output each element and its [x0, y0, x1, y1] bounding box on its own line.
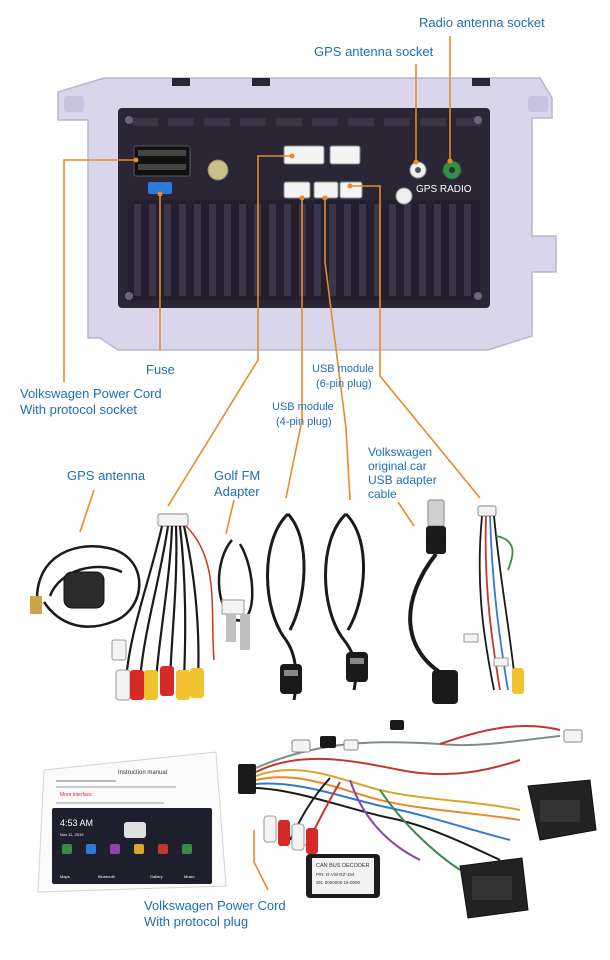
label-golf-fm-1: Golf FM	[214, 468, 260, 483]
usb-module-6pin	[266, 512, 306, 701]
screw	[125, 116, 133, 124]
screw	[474, 292, 482, 300]
gps-radio-print: GPS RADIO	[416, 184, 472, 195]
leader-lines	[63, 36, 481, 891]
leader-vw-power-socket	[63, 159, 136, 382]
decoder-line3: SN: 0000000 15-0000	[316, 880, 361, 885]
vw-usb-adapter-cable	[408, 499, 458, 704]
leader-usb-adapter	[350, 185, 481, 499]
label-usb-6pin-1: USB module	[312, 363, 374, 375]
gps-antenna-puck	[63, 571, 105, 609]
decoder-line1: CAN BUS DECODER	[316, 863, 370, 869]
label-vw-power-socket-2: With protocol socket	[20, 402, 137, 417]
label-vw-power-plug-1: Volkswagen Power Cord	[144, 898, 286, 913]
gps-antenna-connector	[30, 596, 42, 614]
label-golf-fm-2: Adapter	[214, 484, 260, 499]
connector-upper-b	[329, 145, 361, 165]
ground-stud	[395, 187, 413, 205]
label-gps-antenna: GPS antenna	[67, 468, 146, 483]
frame-tab-left	[64, 96, 84, 112]
manual-dock-gallery: Gallery	[150, 874, 163, 879]
label-fuse: Fuse	[146, 362, 175, 377]
connector-lower-b	[313, 181, 339, 199]
fuse	[148, 182, 172, 194]
unit-harness	[463, 505, 524, 694]
label-vw-power-plug-2: With protocol plug	[144, 914, 248, 929]
label-vw-usb-4: cable	[368, 487, 397, 501]
manual-date: Nov 11, 2019	[60, 832, 84, 837]
leader-gps-antenna	[79, 489, 95, 533]
usb-module-4pin	[324, 512, 368, 691]
power-cord-protocol: CAN BUS DECODER P/N: D-VW-RZ-154 SN: 000…	[238, 720, 597, 919]
rca-yellow	[512, 668, 524, 694]
manual-title: Instruction manual	[118, 770, 167, 776]
leader-usb-4pin	[324, 198, 351, 501]
frame-clip	[472, 78, 490, 86]
label-vw-usb-3: USB adapter	[368, 473, 437, 487]
screw	[474, 116, 482, 124]
av-harness	[111, 513, 215, 701]
connector-upper-a	[283, 145, 325, 165]
label-vw-usb-1: Volkswagen	[368, 445, 432, 459]
label-gps-antenna-socket: GPS antenna socket	[314, 44, 434, 59]
frame-clip	[172, 78, 190, 86]
head-unit-rear: GPS RADIO	[57, 77, 557, 351]
instruction-manual: Instruction manual More interface 4:53 A…	[37, 751, 227, 893]
leader-golf-fm	[225, 499, 235, 535]
heat-sink	[128, 200, 480, 300]
golf-fm-adapter	[217, 539, 254, 650]
leader-dots	[133, 153, 453, 201]
rca-plugs-power	[263, 815, 318, 854]
manual-more-interface: More interface	[60, 792, 92, 798]
vent-slots	[132, 118, 482, 126]
label-vw-usb-2: original car	[368, 459, 427, 473]
warranty-sticker	[207, 159, 229, 181]
manual-dock-bluetooth: Bluetooth	[98, 874, 115, 879]
usb-socket	[280, 664, 302, 694]
label-vw-power-socket-1: Volkswagen Power Cord	[20, 386, 162, 401]
rca-plugs	[111, 639, 204, 701]
leader-gps-harness	[167, 155, 292, 507]
gps-antenna	[30, 545, 141, 628]
manual-app-icons	[62, 822, 192, 854]
label-usb-4pin-2: (4-pin plug)	[276, 416, 332, 428]
manual-time: 4:53 AM	[60, 818, 93, 828]
leader-vw-usb	[397, 501, 415, 527]
small-connectors	[291, 720, 583, 753]
vw-usb-plug	[432, 670, 458, 704]
manual-screenshot	[52, 808, 212, 884]
connector-lower-a	[283, 181, 311, 199]
label-usb-4pin-1: USB module	[272, 401, 334, 413]
frame-clip	[252, 78, 270, 86]
leader-usb-6pin	[285, 198, 303, 499]
manual-dock-music: Music	[184, 874, 194, 879]
label-radio-antenna-socket: Radio antenna socket	[419, 15, 545, 30]
leader-vw-power-plug	[253, 830, 269, 891]
label-usb-6pin-2: (6-pin plug)	[316, 378, 372, 390]
decoder-line2: P/N: D-VW-RZ-154	[316, 872, 355, 877]
frame-tab-right	[528, 96, 548, 112]
screw	[125, 292, 133, 300]
usb-socket	[346, 652, 368, 682]
protocol-plug	[238, 764, 256, 794]
manual-dock-maps: Maps	[60, 874, 70, 879]
